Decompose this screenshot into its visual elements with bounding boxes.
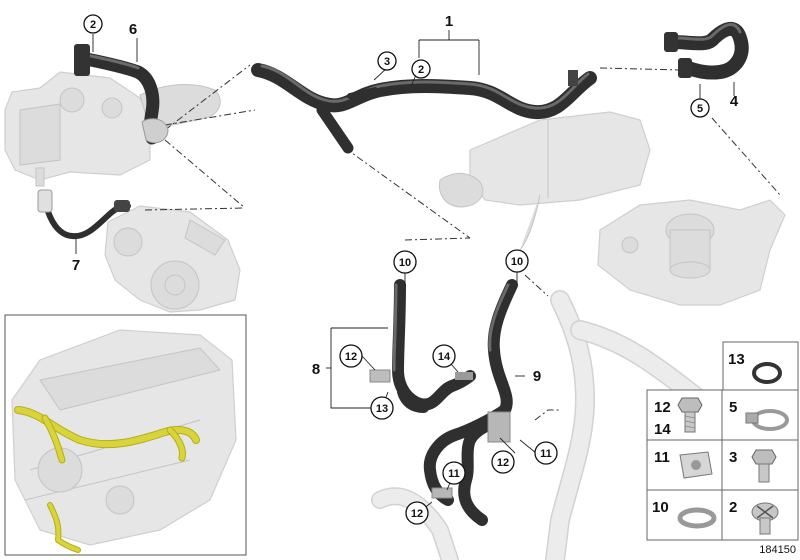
callout-4: 4 [730,93,739,110]
callout-9: 9 [533,368,541,385]
legend-label-13: 13 [728,351,745,368]
callout-circle-13: 13 [370,396,394,420]
hose-part-4 [664,21,749,80]
bold-callouts: 1 6 4 7 8 9 [72,13,739,385]
circled-callouts: 2 3 2 5 10 10 12 14 [83,14,710,525]
svg-text:3: 3 [384,56,390,68]
hose-part-8 [369,279,476,413]
callout-1: 1 [445,13,453,30]
callout-circle-10b: 10 [505,249,529,273]
svg-text:11: 11 [448,468,460,480]
legend-label-5: 5 [729,399,737,416]
callout-circle-10a: 10 [393,250,417,274]
hose-clamp-icon [677,507,717,529]
legend-label-2: 2 [729,499,737,516]
dash-leaders [144,64,781,499]
o-ring-icon [752,362,782,384]
svg-text:11: 11 [540,448,552,460]
hose-part-7 [37,189,131,240]
svg-text:12: 12 [345,351,357,363]
callout-circle-12a: 12 [339,344,363,368]
callout-8: 8 [312,361,320,378]
svg-text:12: 12 [497,457,509,469]
svg-text:10: 10 [399,257,411,269]
callout-circle-5: 5 [690,98,710,118]
spring-nut-icon [679,451,713,479]
legend-grid: 13 12 14 5 11 3 10 [646,341,799,541]
callout-circle-14: 14 [432,344,456,368]
callout-circle-2b: 2 [411,59,431,79]
diagram-id: 184150 [759,544,796,556]
callout-circle-11b: 11 [442,461,466,485]
callout-6: 6 [129,21,137,38]
legend-label-3: 3 [729,449,737,466]
oval-head-screw-icon [751,502,779,535]
callout-circle-2a: 2 [83,14,103,34]
vacuum-pump-right [597,199,786,306]
water-pump-left [104,205,241,313]
inset-engine [4,314,247,556]
egr-cooler-center [438,111,651,251]
callout-7: 7 [72,257,80,274]
bolt-icon [751,449,777,483]
svg-text:13: 13 [376,403,388,415]
callout-circle-3: 3 [377,51,397,71]
legend-label-14: 14 [654,421,671,438]
legend-label-11: 11 [654,449,670,466]
svg-text:14: 14 [438,351,451,363]
svg-text:2: 2 [418,64,424,76]
hose-clamp-screw-icon [745,409,789,431]
svg-text:2: 2 [90,19,96,31]
hose-part-1 [251,63,597,154]
hex-bolt-icon [677,397,703,433]
egr-cooler-left [4,71,221,187]
legend-label-12: 12 [654,399,671,416]
hose-part-6 [74,44,169,145]
callout-circle-11a: 11 [534,441,558,465]
svg-text:5: 5 [697,103,703,115]
callout-circle-12c: 12 [405,501,429,525]
svg-text:12: 12 [411,508,423,520]
legend-label-10: 10 [652,499,669,516]
hose-part-9 [423,279,518,526]
svg-text:10: 10 [511,256,523,268]
callout-circle-12b: 12 [491,450,515,474]
